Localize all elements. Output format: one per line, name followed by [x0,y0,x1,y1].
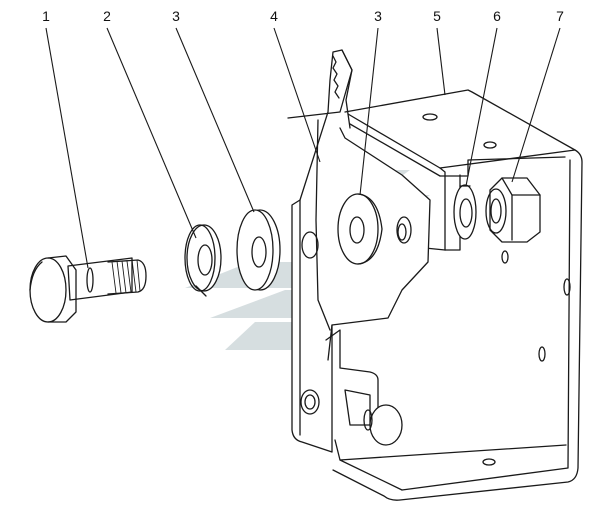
bolt [29,255,147,323]
leader-5 [436,27,446,96]
leader-6 [465,27,498,187]
callout-3-left: 3 [172,8,180,24]
leader-3a [175,27,255,213]
callout-2: 2 [103,8,111,24]
spring-washer-right [453,184,477,240]
leader-3b [359,27,379,196]
callout-6: 6 [493,8,501,24]
spring-washer-left [184,224,222,297]
washer-right [337,193,383,265]
hex-nut [485,177,541,243]
leader-7 [511,27,561,183]
callout-4: 4 [270,8,278,24]
leader-4 [273,27,321,163]
callout-labels: 1 2 3 4 3 5 6 7 [42,8,564,24]
callout-1: 1 [42,8,50,24]
leader-1 [45,27,89,269]
callout-5: 5 [433,8,441,24]
callout-7: 7 [556,8,564,24]
leader-2 [106,27,197,239]
callout-3-right: 3 [374,8,382,24]
flat-washer-left [236,209,281,291]
leader-lines [45,27,561,269]
